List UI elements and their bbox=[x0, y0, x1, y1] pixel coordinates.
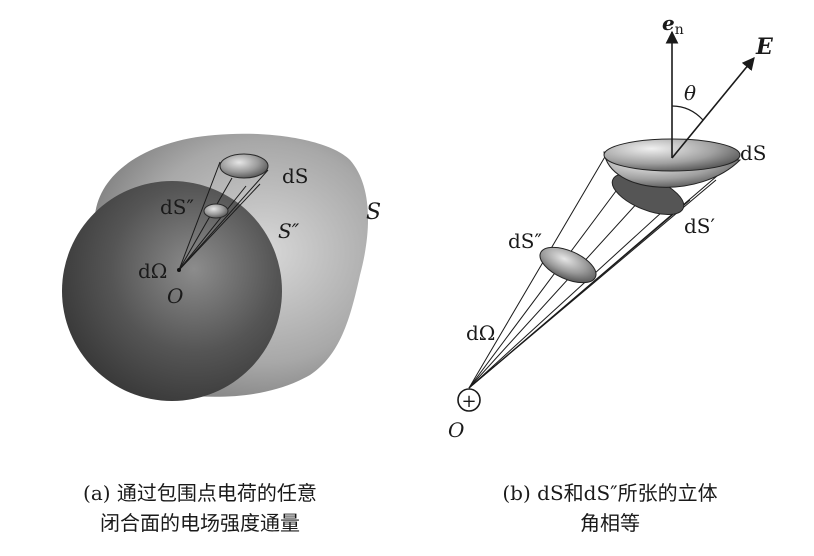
point-charge bbox=[457, 388, 481, 412]
label-o-b: O bbox=[448, 418, 464, 442]
cone-lines-a bbox=[178, 161, 269, 271]
label-o-a: O bbox=[167, 284, 183, 308]
label-e: E bbox=[755, 34, 774, 60]
label-ds-a: dS bbox=[282, 164, 309, 188]
label-theta: θ bbox=[684, 81, 696, 105]
caption-a-line2: 闭合面的电场强度通量 bbox=[100, 511, 300, 535]
label-domega-a: dΩ bbox=[138, 259, 167, 283]
panel-b: + en E θ dS dS′ dS″ dΩ O bbox=[448, 11, 774, 442]
cone-lines-b bbox=[468, 154, 739, 389]
label-ds-dprime-a: dS″ bbox=[160, 195, 194, 219]
label-s: S bbox=[366, 200, 381, 225]
area-element-ds bbox=[219, 153, 269, 179]
angle-arc-theta bbox=[671, 105, 704, 121]
label-ds-b: dS bbox=[740, 141, 767, 165]
point-o-a bbox=[177, 268, 181, 272]
label-s-dprime: S″ bbox=[278, 219, 300, 243]
field-vector-e bbox=[671, 57, 755, 159]
label-ds-dprime-b: dS″ bbox=[508, 229, 542, 253]
caption-b-line2: 角相等 bbox=[580, 511, 640, 535]
label-ds-prime: dS′ bbox=[684, 214, 716, 238]
area-element-ds-dprime bbox=[203, 203, 229, 219]
caption-a-line1: (a) 通过包围点电荷的任意 bbox=[83, 481, 317, 505]
caption-a: (a) 通过包围点电荷的任意 闭合面的电场强度通量 bbox=[10, 478, 390, 538]
area-element-ds-dprime-b bbox=[539, 246, 597, 284]
caption-b-line1: (b) dS和dS″所张的立体 bbox=[502, 481, 718, 505]
charge-sign: + bbox=[461, 391, 476, 412]
panel-a: dS dS″ S″ S dΩ O bbox=[62, 133, 381, 401]
label-en: en bbox=[662, 11, 684, 38]
inner-sphere bbox=[62, 181, 282, 401]
label-domega-b: dΩ bbox=[466, 321, 495, 345]
caption-b: (b) dS和dS″所张的立体 角相等 bbox=[420, 478, 800, 538]
